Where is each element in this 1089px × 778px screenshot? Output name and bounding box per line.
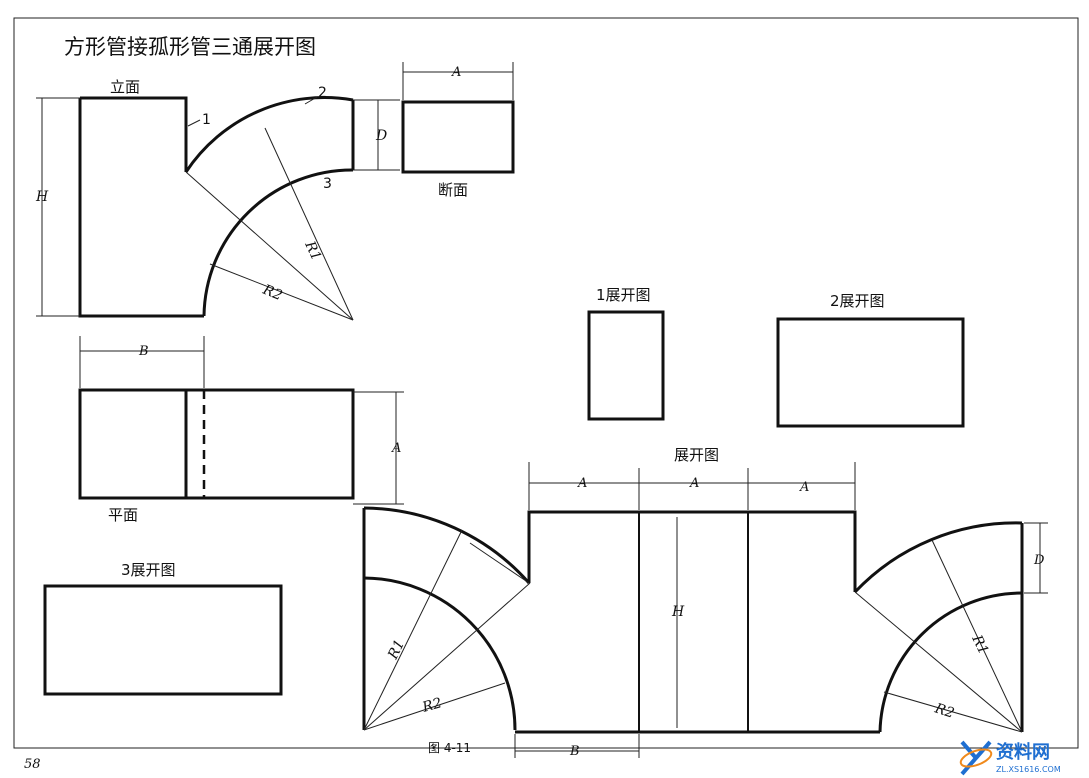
dim-R2-elevation: R2	[260, 281, 285, 304]
page-frame	[13, 17, 1079, 749]
plan-view	[78, 336, 404, 505]
dev1-label: 1展开图	[596, 286, 651, 304]
dim-H-dev: H	[671, 604, 685, 620]
dim-A-section: A	[451, 65, 461, 80]
dev2-label: 2展开图	[830, 292, 885, 310]
dim-B-plan: B	[138, 344, 149, 359]
drawing-title: 方形管接孤形管三通展开图	[64, 35, 316, 59]
page-number: 58	[24, 757, 41, 772]
watermark-logo: 资料网 ZL.XS1616.COM	[959, 740, 1061, 776]
dev2-rectangle	[776, 317, 965, 428]
dim-R2-dev-left: R2	[420, 695, 444, 716]
section-label: 断面	[438, 181, 468, 199]
dim-D-elevation: D	[375, 128, 387, 144]
callout-2: 2	[318, 85, 327, 101]
dev3-rectangle	[43, 584, 283, 696]
figure-caption: 图 4-11	[428, 741, 471, 755]
dim-H-elevation: H	[35, 189, 49, 205]
callout-3: 3	[323, 176, 332, 192]
development-label: 展开图	[674, 446, 719, 464]
dev1-rectangle	[587, 310, 665, 421]
elevation-view	[36, 96, 400, 321]
watermark-brand: 资料网	[996, 741, 1050, 763]
dim-A-dev-2: A	[689, 476, 699, 491]
section-view	[401, 62, 515, 174]
development-view	[362, 462, 1048, 758]
dim-B-dev: B	[569, 744, 580, 759]
elevation-label: 立面	[110, 78, 140, 96]
dim-R1-dev-left: R1	[385, 637, 408, 662]
dim-A-dev-1: A	[577, 476, 587, 491]
plan-label: 平面	[108, 506, 138, 524]
dim-R1-dev-right: R1	[968, 632, 991, 657]
dim-D-dev: D	[1033, 553, 1045, 568]
callout-1: 1	[202, 112, 211, 128]
watermark-url: ZL.XS1616.COM	[996, 765, 1061, 774]
dim-A-dev-3: A	[799, 480, 809, 495]
dim-A-plan: A	[391, 441, 401, 456]
dev3-label: 3展开图	[121, 561, 176, 579]
dim-R2-dev-right: R2	[932, 700, 956, 722]
dim-R1-elevation: R1	[301, 238, 324, 263]
